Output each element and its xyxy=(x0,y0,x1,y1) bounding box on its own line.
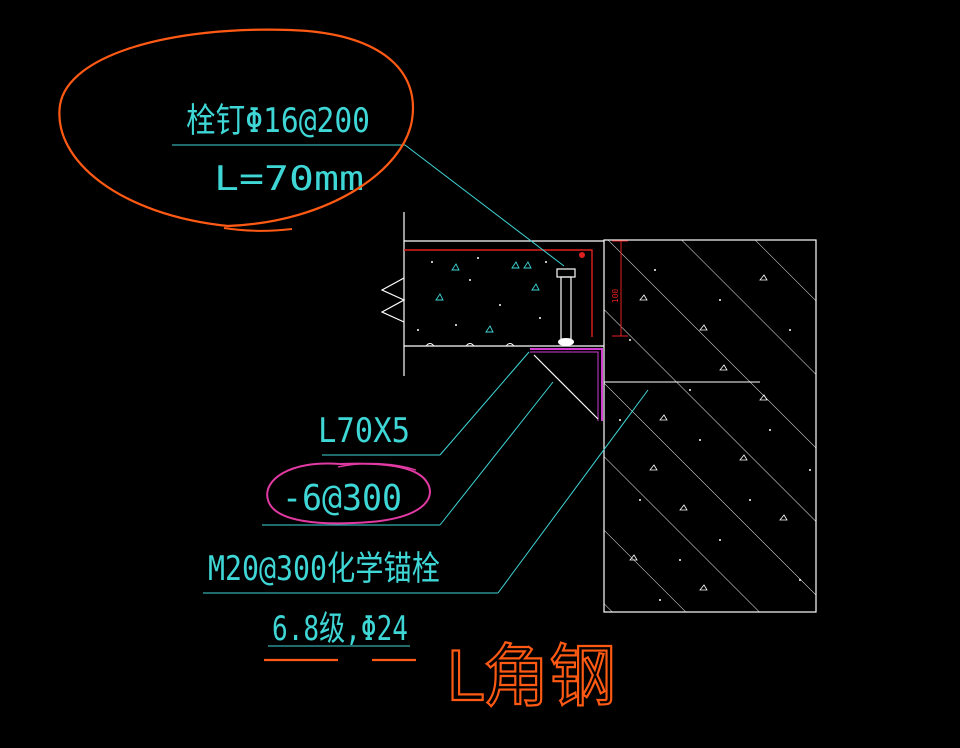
angle-label: L70X5 xyxy=(318,411,410,451)
stud-length-label: L=70mm xyxy=(214,159,364,199)
anchor-label: M20@300化学锚栓 xyxy=(208,549,440,589)
concrete-wall xyxy=(603,239,817,613)
handwritten-markup: L角钢 xyxy=(58,28,617,718)
shear-stud xyxy=(556,268,576,346)
dimension-marker: 100 xyxy=(611,240,628,337)
grade-label: 6.8级,Φ24 xyxy=(272,609,408,649)
plate-label: -6@300 xyxy=(282,478,402,519)
stud-label: 栓钉Φ16@200 xyxy=(186,101,370,141)
leader-lines xyxy=(172,144,649,594)
angle-steel xyxy=(530,348,603,421)
concrete-slab xyxy=(380,212,604,376)
handwritten-note: L角钢 xyxy=(446,638,616,717)
dimension-text: 100 xyxy=(611,289,620,304)
